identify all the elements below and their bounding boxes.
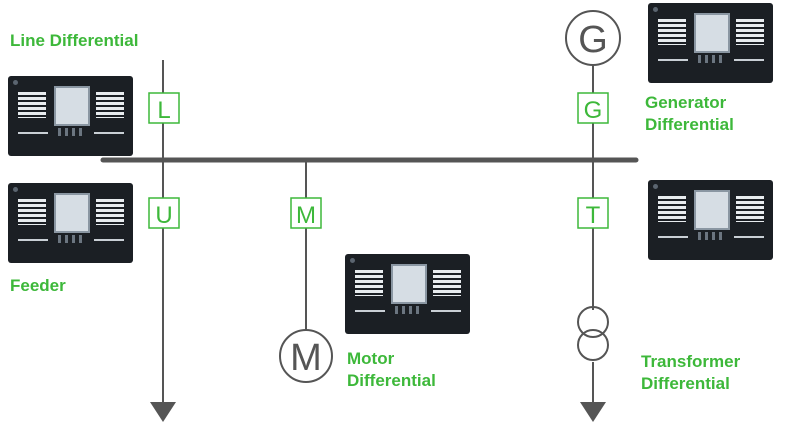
relay-device-icon bbox=[8, 183, 133, 263]
svg-text:U: U bbox=[155, 202, 172, 229]
motor-differential-line2: Differential bbox=[347, 371, 436, 390]
transformer-icon bbox=[577, 306, 609, 361]
motor-symbol: M bbox=[290, 337, 322, 379]
relay-device-icon bbox=[648, 180, 773, 260]
motor-differential-label: Motor Differential bbox=[347, 348, 436, 392]
svg-text:M: M bbox=[296, 202, 316, 229]
line-differential-label: Line Differential bbox=[10, 31, 139, 50]
motor-differential-line1: Motor bbox=[347, 349, 395, 368]
svg-text:T: T bbox=[586, 202, 601, 229]
generator-differential-line1: Generator bbox=[645, 93, 727, 112]
arrow-down-icon bbox=[150, 402, 176, 422]
generator-differential-label: Generator Differential bbox=[645, 92, 734, 136]
feeder-label: Feeder bbox=[10, 276, 66, 295]
relay-tag-motor: M bbox=[290, 197, 322, 229]
relay-device-icon bbox=[648, 3, 773, 83]
motor-icon bbox=[279, 329, 333, 383]
relay-tag-transformer: T bbox=[577, 197, 609, 229]
transformer-differential-line1: Transformer bbox=[641, 352, 741, 371]
relay-device-icon bbox=[345, 254, 470, 334]
svg-text:L: L bbox=[157, 97, 170, 124]
relay-tag-feeder: U bbox=[148, 197, 180, 229]
relay-device-icon bbox=[8, 76, 133, 156]
arrow-down-icon bbox=[580, 402, 606, 422]
relay-tag-generator: G bbox=[577, 92, 609, 124]
generator-icon bbox=[565, 10, 621, 66]
transformer-differential-line2: Differential bbox=[641, 374, 730, 393]
generator-symbol: G bbox=[578, 19, 608, 61]
generator-differential-line2: Differential bbox=[645, 115, 734, 134]
relay-tag-line: L bbox=[148, 92, 180, 124]
transformer-differential-label: Transformer Differential bbox=[641, 351, 740, 395]
svg-text:G: G bbox=[584, 97, 603, 124]
